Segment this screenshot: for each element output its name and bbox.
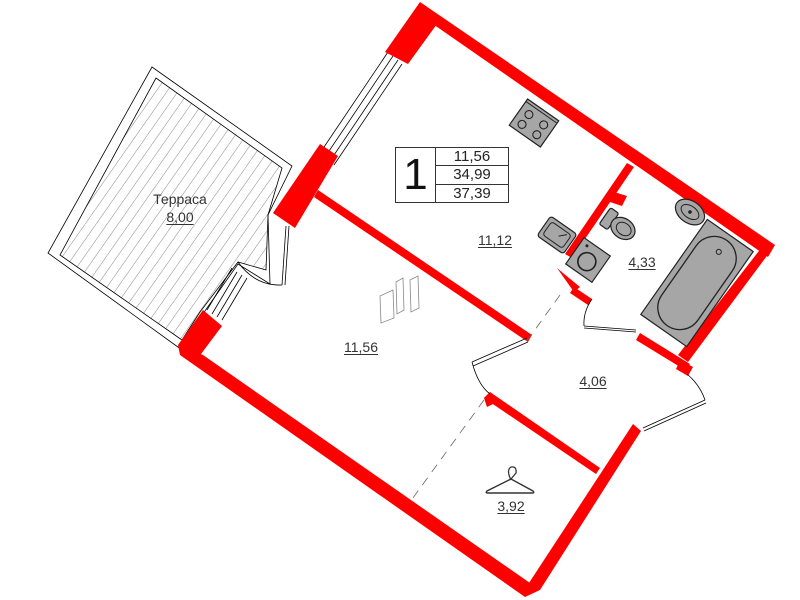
radiator-icon <box>379 275 420 324</box>
hallway-area: 4,06 <box>579 373 607 389</box>
wardrobe-area: 3,92 <box>497 498 525 514</box>
entrance-door[interactable] <box>642 373 707 432</box>
total-area-value: 34,99 <box>436 166 508 185</box>
terrace <box>47 66 293 351</box>
walls[interactable] <box>178 2 775 597</box>
window-kitchen <box>319 51 403 166</box>
hanger-icon <box>485 466 535 494</box>
zone-divider-wardrobe <box>409 399 485 503</box>
door-bathroom <box>583 298 637 333</box>
terrace-area: 8,00 <box>166 209 194 225</box>
bathroom-area: 4,33 <box>628 254 656 270</box>
room-count: 1 <box>396 148 436 202</box>
toilet-icon <box>599 207 636 241</box>
kitchen-area: 11,12 <box>478 232 512 248</box>
apartment-summary: 1 11,56 34,99 37,39 <box>395 147 509 203</box>
sink-icon <box>537 216 577 254</box>
stove-icon <box>508 98 560 148</box>
washbasin-icon <box>674 198 706 226</box>
living-area-value: 11,56 <box>436 148 508 167</box>
window-living <box>206 267 248 321</box>
zone-divider-kitchen <box>523 294 561 346</box>
bathtub-icon <box>639 218 755 348</box>
terrace-label: Терраса <box>153 191 207 207</box>
total-with-terrace-value: 37,39 <box>453 184 491 202</box>
door-living-hallway <box>471 337 529 395</box>
terrace-door <box>237 225 290 286</box>
washing-machine-icon <box>564 236 612 284</box>
living-room-area: 11,56 <box>344 339 378 355</box>
